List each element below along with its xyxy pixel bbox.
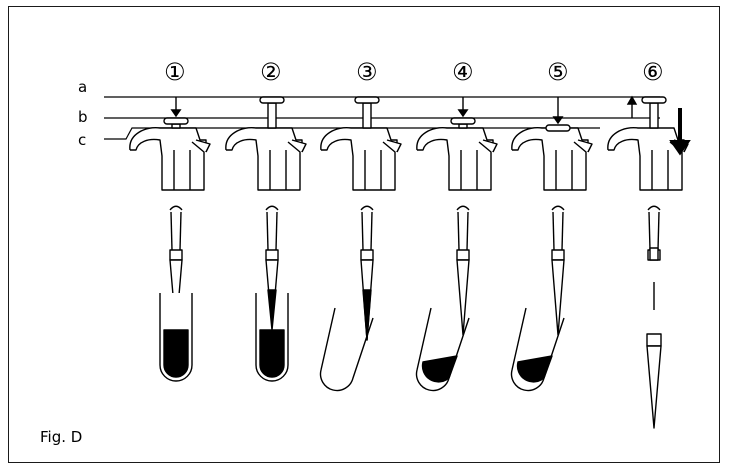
- shaft-side: [466, 211, 469, 251]
- shaft-side: [361, 211, 364, 251]
- tip-collar: [456, 249, 470, 261]
- test-tube-tilted: [510, 307, 565, 392]
- pipette-step-4: [415, 117, 498, 392]
- shaft-break: [551, 205, 565, 211]
- arrow-step1-head: [170, 109, 182, 118]
- test-tube-tilted: [319, 307, 374, 392]
- level-label-c: c: [78, 131, 86, 149]
- tip-collar: [360, 249, 374, 261]
- shaft-side: [552, 211, 555, 251]
- tip-collar: [169, 249, 183, 261]
- tip-liquid: [362, 289, 372, 341]
- pipette-ejector: [482, 139, 498, 153]
- plunger-shaft: [649, 102, 659, 129]
- pipette-step-1: [129, 117, 211, 382]
- pipette-step-3: [319, 96, 402, 392]
- pipette-ejector: [291, 139, 307, 153]
- shaft-side: [170, 211, 173, 251]
- arrow-step1: [170, 97, 182, 118]
- plunger-knob: [163, 117, 189, 125]
- pipette-illustrations: [129, 95, 691, 429]
- tip-collar: [265, 249, 279, 261]
- plunger-knob: [450, 117, 476, 125]
- ejected-tip-collar: [646, 333, 662, 347]
- plunger-knob: [545, 124, 571, 132]
- step-label-6: ⑥: [642, 58, 664, 86]
- arrow-step6-up: [626, 95, 638, 118]
- dispensed-liquid: [516, 355, 553, 383]
- pipette-step-5: [510, 124, 593, 392]
- shaft-side: [370, 211, 373, 251]
- plunger-shaft: [267, 102, 277, 129]
- shaft-side: [266, 211, 269, 251]
- step-label-4: ④: [452, 58, 474, 86]
- figure-frame: [8, 6, 720, 463]
- pipette-ejector: [577, 139, 593, 153]
- shaft-break: [169, 205, 183, 211]
- plunger-shaft: [362, 102, 372, 129]
- shaft-break: [265, 205, 279, 211]
- arrow-eject-head: [669, 140, 691, 156]
- arrow-step5: [552, 97, 564, 125]
- shaft-side: [275, 211, 278, 251]
- pipette-grip: [226, 138, 301, 191]
- pipette-grip: [130, 138, 205, 191]
- arrow-step4: [457, 97, 469, 118]
- plunger-knob: [259, 96, 285, 104]
- arrow-step4-head: [457, 109, 469, 118]
- shaft-side: [561, 211, 564, 251]
- ejected-tip: [646, 345, 662, 429]
- tip-collar: [551, 249, 565, 261]
- pipette-grip: [608, 138, 683, 191]
- step-label-3: ③: [356, 58, 378, 86]
- shaft-side: [657, 211, 660, 251]
- tube-liquid: [259, 329, 285, 378]
- step-label-1: ①: [164, 58, 186, 86]
- pipette-grip: [417, 138, 492, 191]
- shaft-break: [360, 205, 374, 211]
- level-label-a: a: [78, 78, 87, 96]
- shaft-side: [457, 211, 460, 251]
- pipette-tip: [456, 259, 470, 336]
- pipette-ejector: [386, 139, 402, 153]
- shaft-side: [648, 211, 651, 251]
- pipette-ejector: [195, 139, 211, 153]
- shaft-side: [179, 211, 182, 251]
- figure-caption: Fig. D: [40, 428, 83, 446]
- step-label-5: ⑤: [547, 58, 569, 86]
- plunger-knob: [641, 96, 667, 104]
- pipette-grip: [321, 138, 396, 191]
- nozzle-end: [649, 247, 659, 261]
- pipette-tip: [551, 259, 565, 336]
- level-label-b: b: [78, 108, 88, 126]
- tip-liquid: [267, 289, 277, 331]
- pipette-step-2: [225, 96, 307, 382]
- dispensed-liquid: [421, 355, 458, 383]
- shaft-break: [647, 205, 661, 211]
- plunger-knob: [354, 96, 380, 104]
- arrow-eject: [669, 108, 691, 156]
- arrow-step6-up-head: [626, 95, 638, 105]
- pipette-grip: [512, 138, 587, 191]
- test-tube-tilted: [415, 307, 470, 392]
- arrow-step5-head: [552, 116, 564, 125]
- shaft-break: [456, 205, 470, 211]
- tube-liquid: [163, 329, 189, 378]
- step-label-2: ②: [260, 58, 282, 86]
